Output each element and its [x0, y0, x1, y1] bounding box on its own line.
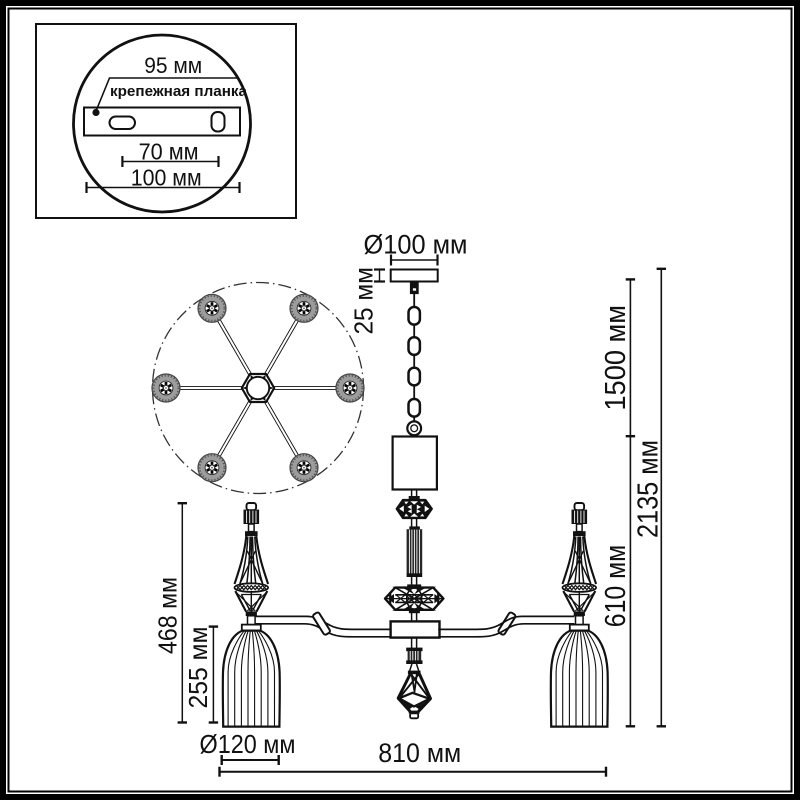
svg-text:25 мм: 25 мм	[349, 267, 379, 335]
svg-text:95 мм: 95 мм	[144, 53, 202, 78]
svg-text:810 мм: 810 мм	[378, 738, 461, 768]
svg-text:1500 мм: 1500 мм	[600, 305, 632, 411]
svg-text:2135 мм: 2135 мм	[633, 440, 665, 538]
svg-text:70 мм: 70 мм	[139, 139, 199, 165]
svg-text:610 мм: 610 мм	[600, 545, 632, 628]
svg-text:468 мм: 468 мм	[153, 577, 183, 654]
svg-text:255 мм: 255 мм	[183, 627, 213, 709]
svg-text:Ø100 мм: Ø100 мм	[364, 230, 468, 260]
svg-text:крепежная планка: крепежная планка	[110, 84, 248, 100]
svg-text:Ø120 мм: Ø120 мм	[200, 729, 296, 759]
svg-text:100 мм: 100 мм	[131, 165, 202, 191]
